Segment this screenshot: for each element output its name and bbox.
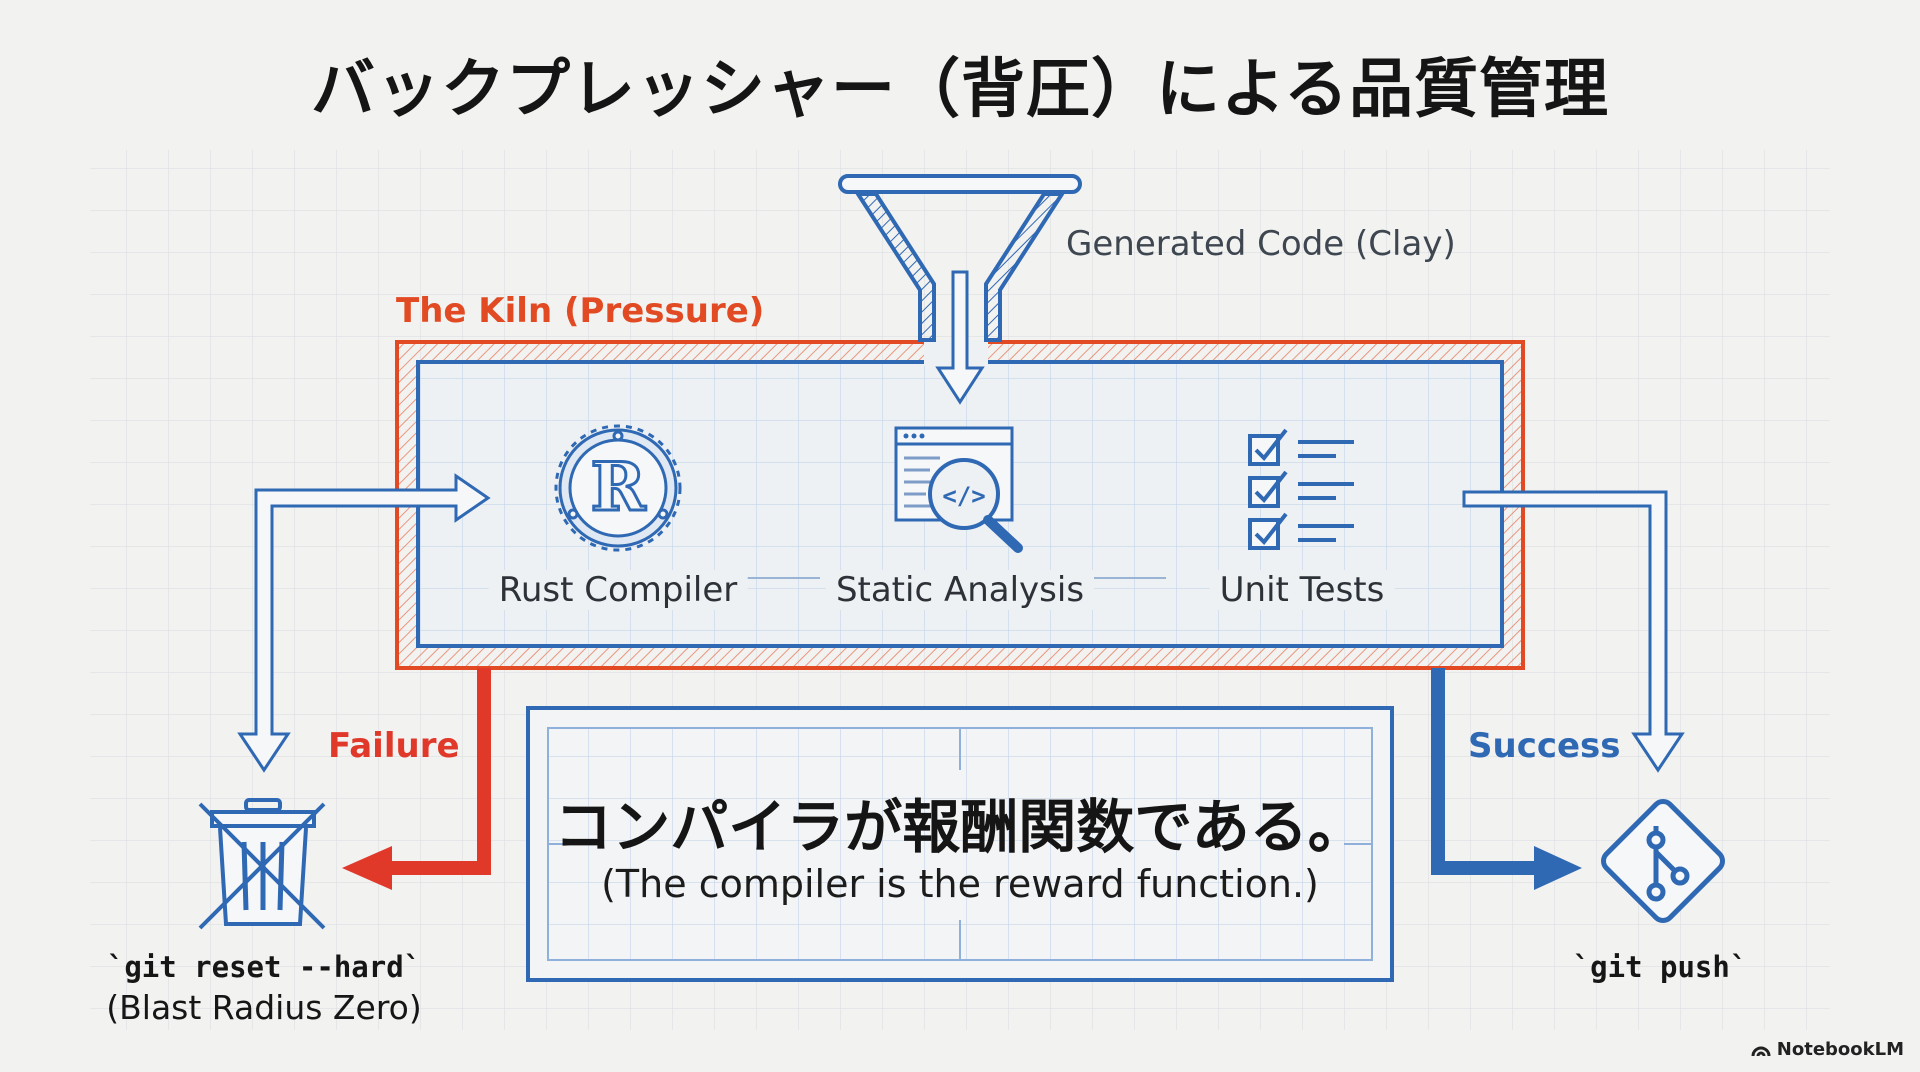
success-command: `git push` [1572, 950, 1748, 984]
notebooklm-logo-icon [1751, 1046, 1771, 1056]
rust-logo-icon: R [554, 424, 682, 552]
center-statement-en: (The compiler is the reward function.) [601, 862, 1319, 906]
code-search-icon: </> [894, 426, 1023, 553]
failure-command: `git reset --hard` [106, 950, 422, 984]
pass-loop-arrow [1462, 490, 1685, 773]
tool-label-static-analysis: Static Analysis [825, 570, 1095, 610]
failure-label: Failure [328, 726, 460, 766]
checklist-icon [1248, 428, 1354, 550]
center-statement-jp: コンパイラが報酬関数である。 [554, 793, 1366, 861]
tool-label-unit-tests: Unit Tests [1209, 570, 1395, 610]
funnel-icon [838, 174, 1082, 405]
failure-arrow [342, 668, 491, 890]
retry-loop-arrow [237, 473, 491, 773]
git-logo-icon [1601, 799, 1725, 923]
success-arrow [1431, 668, 1582, 890]
svg-text:</>: </> [942, 482, 985, 510]
funnel-label: Generated Code (Clay) [1066, 224, 1456, 264]
tool-label-rust-compiler: Rust Compiler [488, 570, 748, 610]
success-label: Success [1468, 726, 1621, 766]
reward-statement-box [526, 706, 1394, 982]
kiln-label: The Kiln (Pressure) [396, 291, 765, 331]
crossed-trash-icon [198, 798, 326, 930]
svg-text:R: R [591, 448, 647, 526]
brand-name: NotebookLM [1776, 1039, 1904, 1060]
brand-watermark: NotebookLM [1751, 1039, 1904, 1060]
page-title: バックプレッシャー（背圧）による品質管理 [310, 53, 1610, 127]
failure-note: (Blast Radius Zero) [106, 988, 422, 1027]
